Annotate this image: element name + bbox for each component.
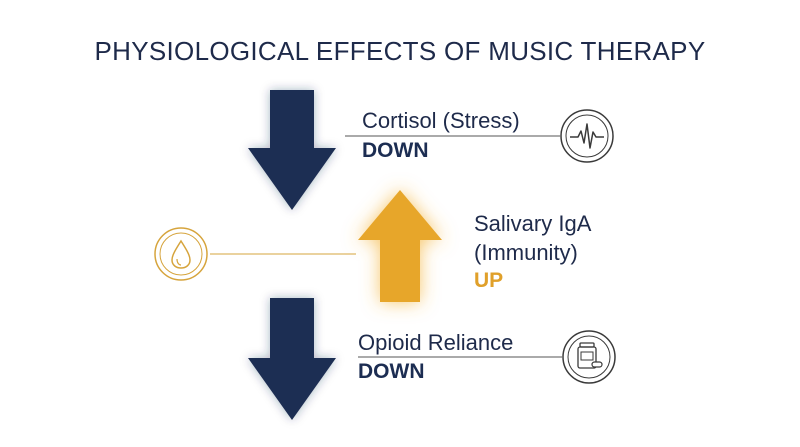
salivary-iga-label-line2: (Immunity) xyxy=(474,240,578,265)
cortisol-status: DOWN xyxy=(362,139,429,162)
up-arrow-salivary-iga xyxy=(358,190,442,302)
cortisol-label: Cortisol (Stress) xyxy=(362,108,520,133)
opioid-label: Opioid Reliance xyxy=(358,330,514,355)
down-arrow-cortisol xyxy=(248,90,336,210)
salivary-iga-label-line1: Salivary IgA xyxy=(474,211,592,236)
down-arrow-opioid xyxy=(248,298,336,420)
opioid-status: DOWN xyxy=(358,360,425,383)
droplet-icon xyxy=(154,227,208,281)
pill-bottle-icon xyxy=(562,330,616,384)
heartbeat-icon xyxy=(560,109,614,163)
page-title: PHYSIOLOGICAL EFFECTS OF MUSIC THERAPY xyxy=(94,36,706,66)
salivary-iga-status: UP xyxy=(474,269,504,292)
